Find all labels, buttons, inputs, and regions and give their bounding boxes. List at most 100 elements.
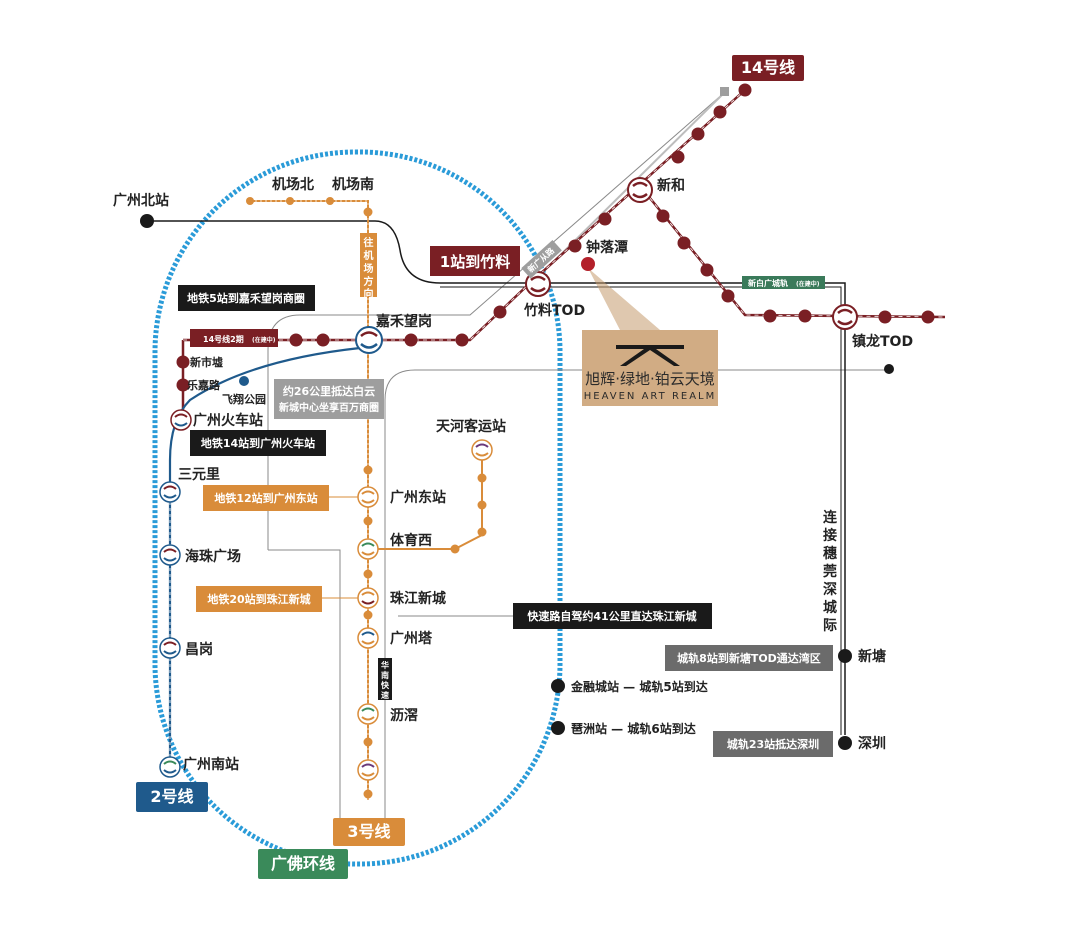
station-name: 新和 (657, 177, 685, 194)
line3-stop (477, 527, 487, 537)
station-gz-east[interactable] (357, 486, 379, 508)
station-name: 广州北站 (113, 192, 169, 209)
line14-stop (493, 305, 507, 319)
road-lines (267, 91, 888, 818)
label-line3[interactable]: 3号线 (333, 818, 405, 846)
station-canton-tower[interactable] (357, 627, 379, 649)
station-name: 镇龙TOD (852, 333, 913, 350)
station-dot-shenzhen[interactable] (838, 736, 852, 750)
line3-stop (477, 473, 487, 483)
station-tianhe-bus[interactable] (471, 439, 493, 461)
svg-text:城轨8站到新塘TOD通达湾区: 城轨8站到新塘TOD通达湾区 (677, 651, 821, 665)
station-zhuliao[interactable] (525, 271, 551, 297)
callout-railway-14: 地铁14站到广州火车站 (190, 430, 326, 456)
station-name: 深圳 (858, 735, 886, 752)
station-dot-xintang[interactable] (838, 649, 852, 663)
callout-shenzhen-23: 城轨23站抵达深圳 (713, 731, 833, 757)
station-name: 广州火车站 (193, 412, 263, 429)
svg-text:接: 接 (823, 527, 837, 544)
project-marker (581, 257, 660, 330)
line14-stop (763, 309, 777, 323)
svg-text:连: 连 (823, 509, 838, 526)
station-name: 广州塔 (390, 630, 433, 647)
label-line14[interactable]: 14号线 (732, 55, 804, 81)
line3-stop (246, 197, 254, 205)
svg-text:(在建中): (在建中) (796, 280, 820, 288)
station-zhujiang[interactable] (357, 587, 379, 609)
station-name: 新塘 (858, 648, 886, 665)
callout-baiyun-26: 约26公里抵达白云 新城中心坐享百万商圈 (274, 379, 384, 419)
line14-stop (691, 127, 705, 141)
label-line2[interactable]: 2号线 (136, 782, 208, 812)
station-name: 海珠广场 (185, 548, 241, 565)
svg-text:城: 城 (823, 599, 837, 616)
line3-stop (363, 789, 373, 799)
line3-stop (326, 197, 334, 205)
line14-stop (921, 310, 935, 324)
gz-north-station-dot[interactable] (140, 214, 154, 228)
line14-stop (656, 209, 670, 223)
station-name: 钟落潭 (586, 239, 628, 256)
line3-stop (477, 500, 487, 510)
station-xinhe[interactable] (627, 177, 653, 203)
label-airport-dir: 往 机 场 方 向 (360, 233, 377, 300)
svg-text:地铁12站到广州东站: 地铁12站到广州东站 (214, 491, 317, 505)
station-name: 机场北 (272, 176, 314, 193)
svg-text:广佛环线: 广佛环线 (271, 854, 335, 873)
station-dot-jinrong[interactable] (551, 679, 565, 693)
station-name: 新市墟 (190, 355, 223, 369)
line3-stop (363, 737, 373, 747)
label-loop[interactable]: 广佛环线 (258, 849, 348, 879)
line14-stop (176, 355, 190, 369)
svg-text:城轨23站抵达深圳: 城轨23站抵达深圳 (727, 737, 819, 751)
svg-text:2号线: 2号线 (150, 787, 193, 806)
line3-stop (363, 569, 373, 579)
line14-stop (798, 309, 812, 323)
station-name: 广州东站 (390, 489, 446, 506)
line14-stop (598, 212, 612, 226)
svg-text:3号线: 3号线 (347, 822, 390, 841)
svg-text:场: 场 (364, 262, 374, 275)
station-tiyuxi[interactable] (357, 538, 379, 560)
station-haizhu[interactable] (159, 544, 181, 566)
label-connect-intercity: 连 接 穗 莞 深 城 际 (823, 509, 838, 634)
transfer-stations (159, 177, 858, 781)
station-changgang[interactable] (159, 637, 181, 659)
station-name: 沥滘 (390, 708, 418, 724)
station-lijiao[interactable] (357, 703, 379, 725)
station-name: 珠江新城 (390, 590, 446, 607)
station-dot-pazhou[interactable] (551, 721, 565, 735)
svg-text:穗: 穗 (823, 545, 837, 562)
station-zhenlong[interactable] (832, 304, 858, 330)
svg-text:地铁20站到珠江新城: 地铁20站到珠江新城 (207, 592, 310, 606)
station-gz-south[interactable] (159, 756, 181, 778)
svg-text:14号线: 14号线 (741, 58, 795, 77)
station-name: 广州南站 (183, 756, 239, 773)
line14-stop (316, 333, 330, 347)
station-name: 飞翔公园 (222, 392, 266, 406)
station-jiahe[interactable] (355, 326, 383, 354)
label-line14-phase2: 14号线2期 (在建中) (190, 329, 278, 347)
station-sanyuanli[interactable] (159, 481, 181, 503)
svg-text:速: 速 (381, 690, 389, 700)
station-lower3[interactable] (357, 759, 379, 781)
project-dot[interactable] (581, 257, 595, 271)
svg-text:机: 机 (364, 249, 374, 262)
line14-stop (176, 378, 190, 392)
svg-text:地铁5站到嘉禾望岗商圈: 地铁5站到嘉禾望岗商圈 (187, 291, 305, 305)
station-feixiang-icon[interactable] (239, 376, 249, 386)
station-name: 机场南 (332, 176, 374, 193)
svg-text:新白广城轨: 新白广城轨 (748, 278, 788, 288)
brand-box: 旭辉·绿地·铂云天境 HEAVEN ART REALM (582, 330, 718, 406)
svg-text:向: 向 (364, 287, 374, 300)
svg-text:莞: 莞 (823, 563, 837, 580)
line14-stop (289, 333, 303, 347)
station-gz-railway[interactable] (170, 409, 192, 431)
guangfo-loop-line (152, 149, 563, 867)
callout-jiahe-5: 地铁5站到嘉禾望岗商圈 (178, 285, 315, 311)
line14-stop (671, 150, 685, 164)
station-name: 昌岗 (185, 641, 213, 658)
station-name: 乐嘉路 (187, 378, 221, 392)
station-name: 天河客运站 (436, 418, 506, 435)
line14-stop (404, 333, 418, 347)
